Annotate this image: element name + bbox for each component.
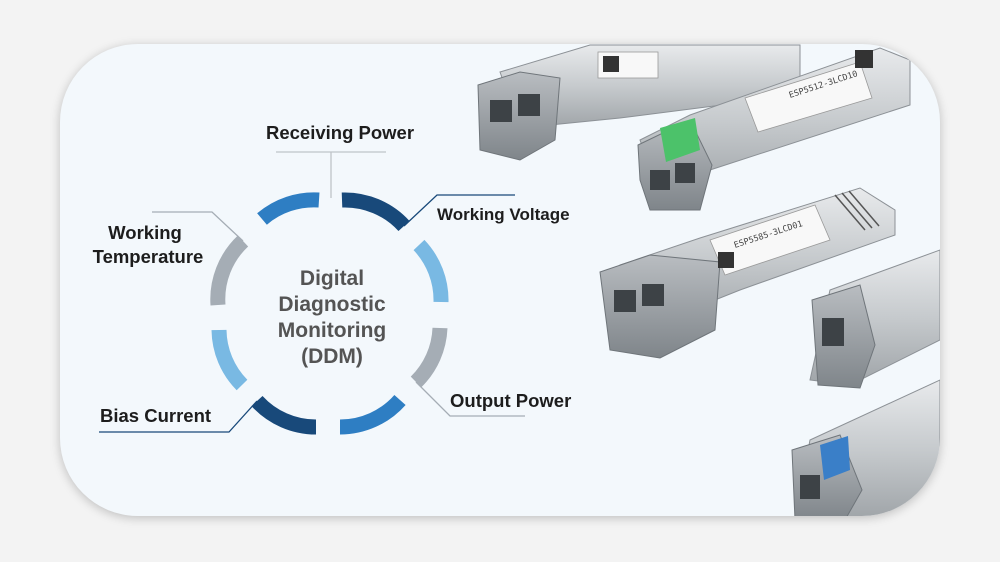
leader-lines [99,151,525,433]
port-icon [518,94,540,116]
ring-segment-top-right [341,192,410,232]
ddm-ring [210,192,449,435]
ring-segment-left-upper [210,235,249,306]
ddm-diagram: Digital Diagnostic Monitoring (DDM) Rece… [93,44,940,516]
label-working-temperature-line2: Temperature [93,246,204,267]
center-line-3: Monitoring [278,319,386,342]
center-line-4: (DDM) [301,345,363,368]
ring-segment-bottom-right [339,394,406,435]
ring-segment-right-lower [410,327,448,388]
ring-segment-right-upper [413,239,449,303]
leader-output-power [415,381,525,417]
module-label-icon [744,61,873,133]
diagram-card: Digital Diagnostic Monitoring (DDM) Rece… [60,44,940,516]
label-receiving-power: Receiving Power [266,122,414,143]
port-icon [800,475,820,499]
label-working-voltage: Working Voltage [437,205,570,224]
leader-working-temperature [152,211,244,242]
blue-latch-icon [820,436,850,480]
center-line-2: Diagnostic [278,293,386,316]
center-line-1: Digital [300,267,364,290]
sfp-module-1 [477,44,801,161]
ddm-center-title: Digital Diagnostic Monitoring (DDM) [278,267,386,368]
leader-working-voltage [403,194,515,227]
ring-segment-bottom-left [251,395,317,435]
sfp-module-2: ESP5512-3LCD10 [637,47,911,211]
sfp-module-5 [791,379,940,516]
label-working-temperature-line1: Working [108,222,182,243]
port-icon [675,163,695,183]
label-bias-current: Bias Current [100,405,211,426]
qr-code-icon [603,56,619,72]
port-icon [822,318,844,346]
ring-segment-left-lower [211,329,248,391]
qr-code-icon [718,252,734,268]
port-icon [490,100,512,122]
label-output-power: Output Power [450,390,571,411]
sfp-module-4 [809,249,940,389]
leader-bias-current [99,400,258,433]
green-latch-icon [660,118,700,162]
pin-contacts-icon [834,190,880,231]
port-icon [642,284,664,306]
qr-code-icon [855,50,873,68]
port-icon [650,170,670,190]
ring-segment-top-left [257,192,320,225]
sfp-module-3: ESP5585-3LCD01 [599,187,896,359]
port-icon [614,290,636,312]
